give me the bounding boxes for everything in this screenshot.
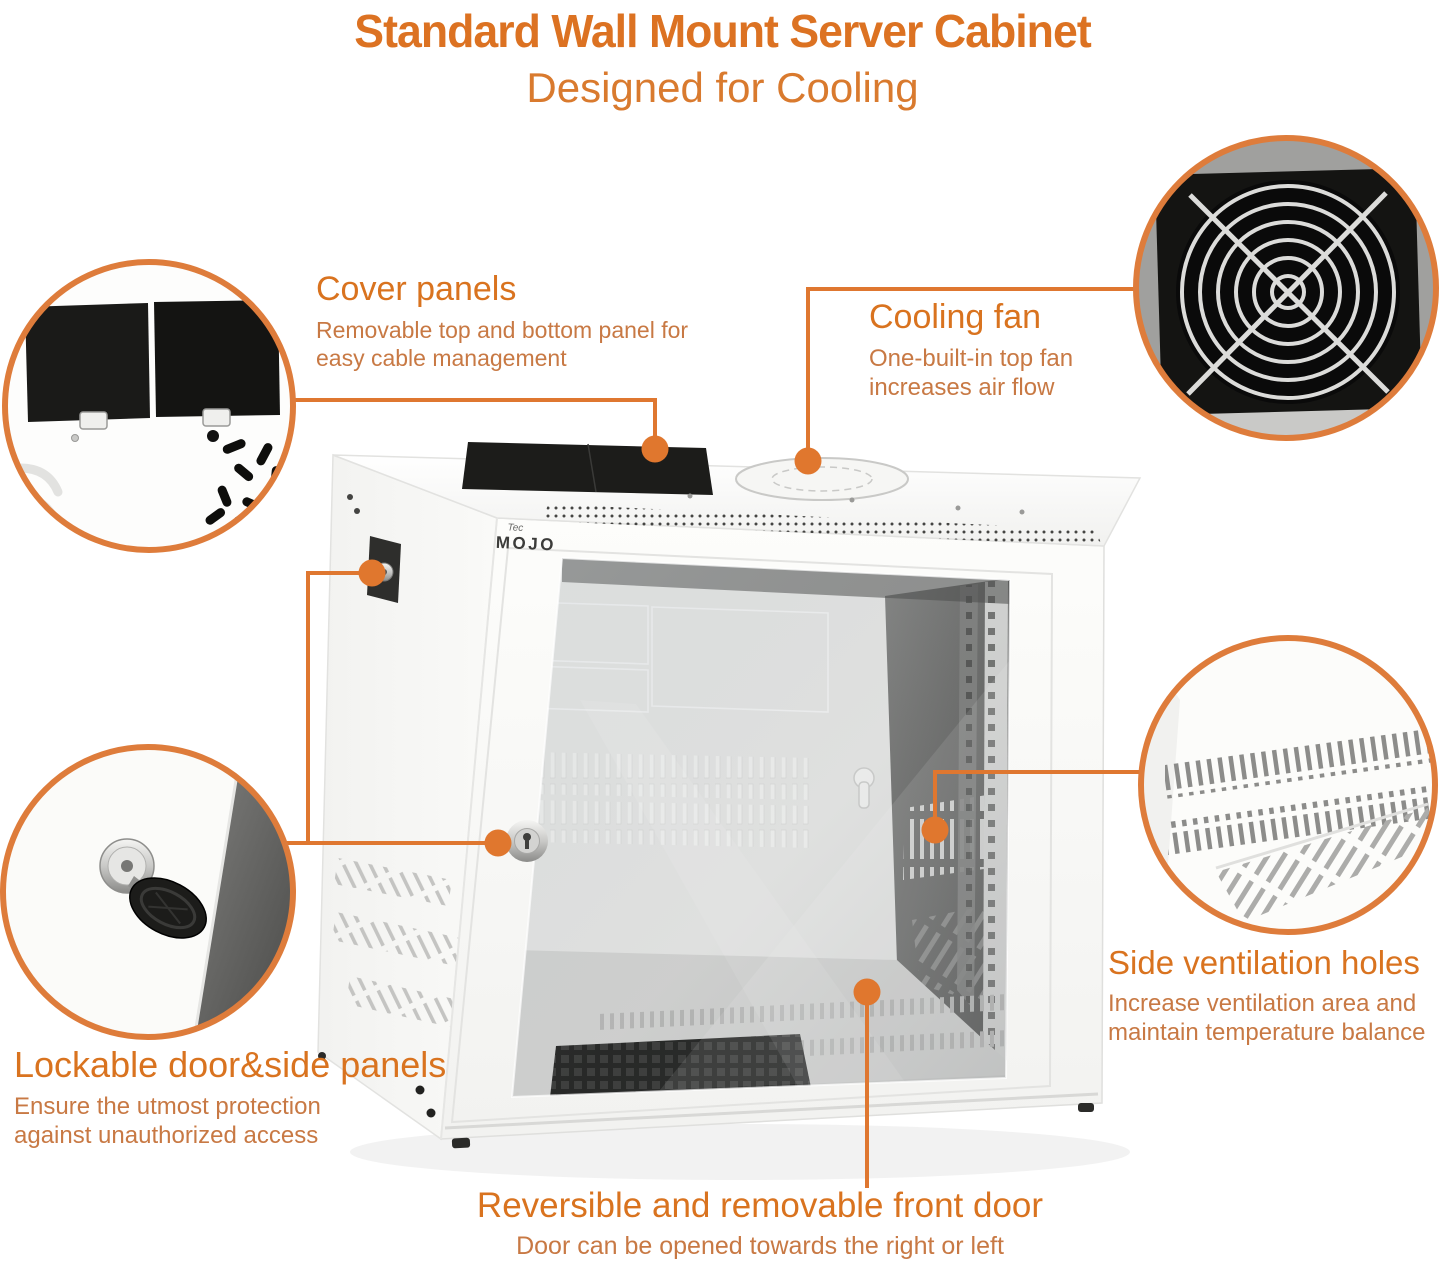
leader-dot-front-door	[853, 978, 881, 1006]
callout-ring-lockable-door	[0, 744, 296, 1040]
callout-body: One-built-in top fan increases air flow	[869, 344, 1074, 401]
screw	[354, 508, 360, 514]
cabinet-foot	[451, 1137, 471, 1149]
header: Standard Wall Mount Server Cabinet Desig…	[0, 0, 1445, 112]
brand-logo: Tec MOJO	[495, 522, 556, 555]
callout-cooling-fan: Cooling fan One-built-in top fan increas…	[869, 298, 1289, 402]
callout-ring-side-ventilation	[1138, 635, 1438, 935]
connector-lockable-door-branch	[306, 571, 370, 843]
leader-dot-side-lock	[358, 559, 386, 587]
screw	[71, 434, 79, 442]
callout-front-door: Reversible and removable front door Door…	[260, 1186, 1260, 1261]
callout-heading: Cover panels	[316, 270, 517, 308]
cover-panel-right	[154, 300, 280, 417]
callout-heading: Cooling fan	[869, 298, 1042, 336]
vent-slat-band	[1165, 728, 1435, 799]
server-cabinet: Tec MOJO	[317, 442, 1142, 1180]
cover-panel-top	[462, 442, 713, 495]
callout-body: Increase ventilation area and maintain t…	[1108, 989, 1426, 1046]
fan-screw	[1408, 394, 1416, 402]
front-left-edge	[440, 517, 498, 1140]
callout-heading: Reversible and removable front door	[476, 1186, 1044, 1225]
panel-edge	[1215, 802, 1429, 870]
callout-heading: Lockable door&side panels	[14, 1044, 447, 1085]
brand-logo-main: MOJO	[495, 533, 556, 555]
page-title: Standard Wall Mount Server Cabinet	[354, 5, 1091, 57]
callout-ring-cover-panels	[2, 259, 296, 553]
screw	[207, 430, 219, 442]
bottom-trim	[444, 1092, 1099, 1130]
door-edge	[192, 767, 240, 1037]
connectors	[285, 287, 1142, 1188]
door-lock	[506, 820, 548, 862]
brand-logo-top: Tec	[507, 522, 523, 534]
cabinet-left-panel	[317, 453, 498, 1141]
cover-panel-left	[25, 303, 150, 422]
page-subtitle: Designed for Cooling	[526, 64, 919, 111]
glass-reflection	[580, 700, 905, 1090]
fan-screw	[1396, 176, 1404, 184]
panel-latch	[202, 408, 231, 427]
callout-circle-lockable-door	[0, 744, 296, 1040]
screw	[849, 497, 855, 503]
connector-side-ventilation	[933, 770, 1142, 827]
callout-body: Ensure the utmost protection against una…	[14, 1092, 321, 1150]
cabinet-top: Tec MOJO	[332, 442, 1142, 555]
callout-circle-cover-panels	[2, 259, 296, 553]
side-vents	[346, 976, 468, 1030]
callout-ring-cooling-fan	[1133, 135, 1439, 441]
door-glass	[512, 558, 1010, 1097]
callout-body: Door can be opened towards the right or …	[516, 1231, 1004, 1260]
side-vents	[334, 858, 452, 906]
callout-heading: Side ventilation holes	[1108, 944, 1420, 981]
front-door	[440, 517, 1105, 1140]
screw	[955, 505, 961, 511]
panel-latch	[79, 411, 108, 430]
callout-lockable-door: Lockable door&side panels Ensure the utm…	[14, 1046, 474, 1150]
callout-side-ventilation: Side ventilation holes Increase ventilat…	[1108, 944, 1445, 1047]
leader-dot-cooling-fan	[794, 447, 822, 475]
vent-hatch-band	[1216, 808, 1435, 922]
glass-reflection	[660, 660, 1010, 1090]
lock-and-key	[99, 838, 207, 939]
leader-dot-cover-panels	[641, 435, 669, 463]
screw	[1019, 509, 1025, 515]
connector-cooling-fan	[806, 287, 1136, 458]
fan-grille	[1180, 184, 1396, 400]
fan-vent-cutout	[735, 457, 909, 501]
glass-edge	[510, 556, 1012, 1099]
cabinet-foot	[318, 1052, 326, 1060]
vent-slat-band	[1168, 785, 1435, 855]
screw	[687, 493, 693, 499]
screw	[426, 1108, 436, 1118]
screw	[415, 1085, 425, 1095]
callout-circle-side-ventilation	[1138, 635, 1438, 935]
leader-dots	[358, 435, 949, 1006]
leader-dot-side-ventilation	[921, 816, 949, 844]
screw	[347, 494, 353, 500]
callout-circle-cooling-fan	[1133, 135, 1439, 441]
cabinet-foot	[1078, 1103, 1094, 1112]
door-seam	[450, 546, 1054, 1124]
cabinet-shadow	[350, 1124, 1130, 1180]
callout-body: Removable top and bottom panel for easy …	[316, 316, 689, 371]
callout-cover-panels: Cover panels Removable top and bottom pa…	[316, 270, 876, 372]
side-vents	[332, 912, 460, 966]
cabinet-interior	[512, 558, 1010, 1097]
top-perforation-band	[543, 504, 1102, 546]
connector-cover-panels	[293, 398, 657, 446]
leader-dot-door-lock	[484, 829, 512, 857]
